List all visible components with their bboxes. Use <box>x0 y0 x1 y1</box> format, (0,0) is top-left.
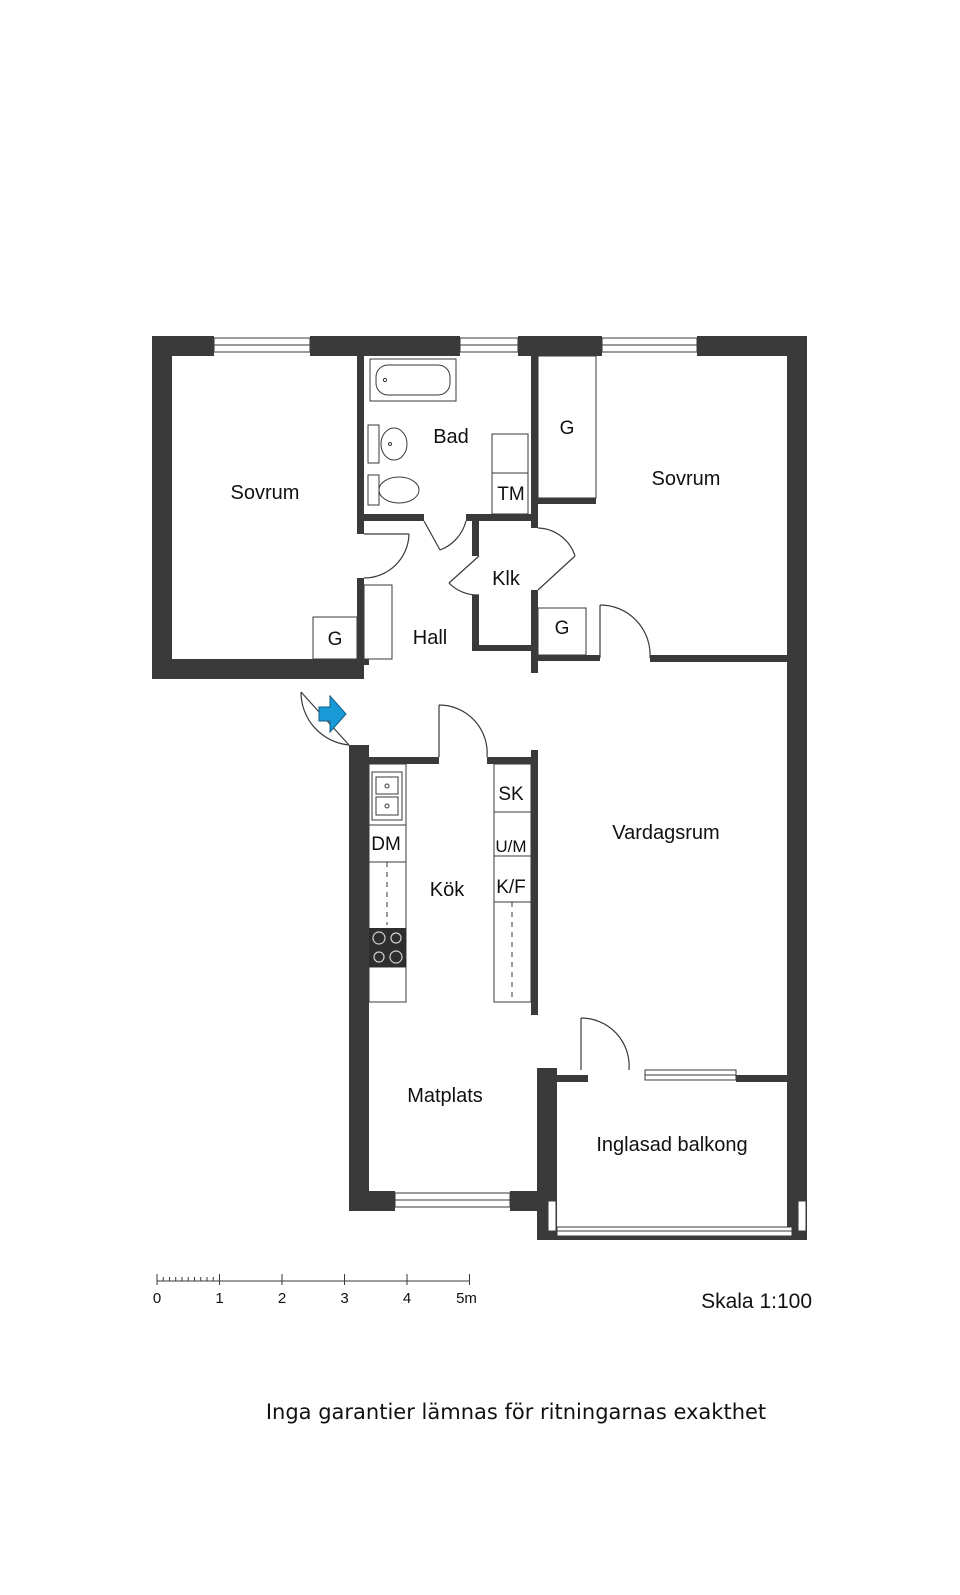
fixture-label-g-left: G <box>328 629 343 650</box>
room-label-sovrum-right: Sovrum <box>652 468 721 490</box>
scale-text: Skala 1:100 <box>701 1290 812 1313</box>
walls <box>152 336 807 1240</box>
disclaimer: Inga garantier lämnas för ritningarnas e… <box>266 1400 766 1424</box>
fixture-label-dm: DM <box>371 834 401 855</box>
windows <box>213 337 807 1237</box>
fixture-label-sk: SK <box>498 784 524 805</box>
scale-bar: 0 1 2 3 4 5m <box>153 1274 477 1307</box>
fixture-label-g-bath: G <box>560 418 575 439</box>
room-label-sovrum-left: Sovrum <box>231 482 300 504</box>
fixture-label-g-hall: G <box>555 618 570 639</box>
scale-tick-label: 1 <box>215 1290 223 1307</box>
room-label-klk: Klk <box>492 568 521 590</box>
room-label-vardagsrum: Vardagsrum <box>612 822 719 844</box>
room-labels: Sovrum Bad Sovrum Hall Klk Vardagsrum Kö… <box>231 426 748 1156</box>
room-label-balkong: Inglasad balkong <box>596 1134 747 1156</box>
room-label-matplats: Matplats <box>407 1085 483 1107</box>
fixture-label-tm: TM <box>497 484 524 505</box>
scale-tick-label: 5m <box>456 1290 477 1307</box>
fixtures <box>312 355 597 1003</box>
scale-tick-label: 0 <box>153 1290 161 1307</box>
fixture-label-um: U/M <box>495 837 526 856</box>
fixture-label-kf: K/F <box>496 877 526 898</box>
room-label-hall: Hall <box>413 627 447 649</box>
scale-tick-label: 4 <box>403 1290 411 1307</box>
scale-tick-label: 2 <box>278 1290 286 1307</box>
fixture-labels: G G G TM SK U/M K/F DM <box>328 418 575 898</box>
stove-icon <box>369 928 406 967</box>
scale-tick-label: 3 <box>340 1290 348 1307</box>
room-label-kok: Kök <box>430 879 465 901</box>
entrance-arrow-icon <box>318 694 347 734</box>
room-label-bad: Bad <box>433 426 469 448</box>
